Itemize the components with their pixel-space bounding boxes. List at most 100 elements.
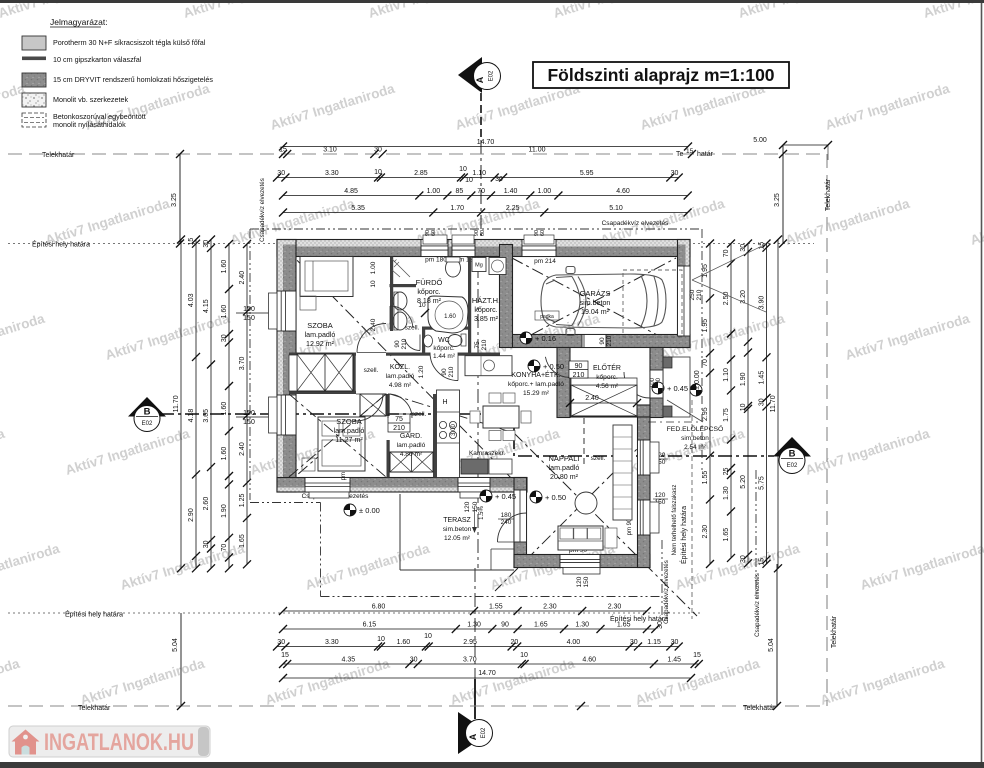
- svg-text:szell.: szell.: [591, 455, 606, 462]
- svg-text:240: 240: [501, 519, 512, 526]
- svg-text:ELŐTÉR: ELŐTÉR: [593, 363, 621, 372]
- svg-text:szell.: szell.: [412, 411, 427, 418]
- svg-text:1.30: 1.30: [467, 622, 481, 629]
- svg-text:pm 180: pm 180: [425, 257, 447, 264]
- svg-text:60: 60: [431, 230, 437, 236]
- svg-text:1.10: 1.10: [723, 368, 730, 382]
- svg-text:150: 150: [243, 419, 255, 426]
- svg-text:E02: E02: [481, 727, 487, 738]
- svg-text:210: 210: [573, 372, 585, 379]
- svg-text:Jelmagyarázat:: Jelmagyarázat:: [50, 17, 108, 27]
- svg-text:30: 30: [410, 657, 418, 664]
- svg-text:2.30: 2.30: [608, 604, 622, 611]
- svg-text:4.15: 4.15: [203, 299, 210, 313]
- svg-text:19.04 m²: 19.04 m²: [581, 308, 610, 316]
- svg-text:Mg: Mg: [475, 263, 483, 269]
- svg-text:Telekhatár: Telekhatár: [743, 705, 776, 712]
- svg-text:5.04: 5.04: [768, 638, 775, 652]
- svg-text:3.30: 3.30: [325, 639, 339, 646]
- svg-text:1.70: 1.70: [450, 205, 464, 212]
- svg-text:11.70: 11.70: [173, 395, 180, 412]
- svg-text:70: 70: [702, 359, 709, 367]
- svg-text:85: 85: [456, 188, 464, 195]
- svg-text:3.65: 3.65: [203, 409, 210, 423]
- svg-text:Monolit vb. szerkezetek: Monolit vb. szerkezetek: [53, 95, 129, 104]
- svg-text:30: 30: [495, 176, 503, 183]
- svg-text:15: 15: [693, 652, 701, 659]
- svg-text:A: A: [475, 76, 485, 83]
- svg-text:10: 10: [520, 652, 528, 659]
- svg-text:90: 90: [441, 368, 448, 376]
- svg-text:15 cm DRYVIT rendszerű homlokz: 15 cm DRYVIT rendszerű homlokzati hőszig…: [53, 75, 213, 84]
- svg-text:határ: határ: [697, 151, 714, 158]
- svg-text:TERASZ: TERASZ: [443, 517, 471, 524]
- svg-text:20: 20: [511, 639, 519, 646]
- svg-text:1.90: 1.90: [221, 504, 228, 518]
- svg-text:4.35: 4.35: [341, 657, 355, 664]
- svg-text:250: 250: [689, 289, 696, 300]
- svg-text:120: 120: [655, 492, 666, 499]
- svg-text:10: 10: [740, 403, 747, 411]
- svg-text:30: 30: [277, 639, 285, 646]
- svg-text:2.50: 2.50: [723, 291, 730, 305]
- svg-text:+ 0.45: + 0.45: [667, 384, 688, 393]
- svg-text:2.40: 2.40: [239, 271, 246, 285]
- svg-text:30: 30: [221, 334, 228, 342]
- svg-text:90: 90: [474, 230, 480, 236]
- svg-text:KONYHA+ÉTK.: KONYHA+ÉTK.: [511, 370, 560, 379]
- svg-text:90: 90: [425, 230, 431, 236]
- svg-text:1.30: 1.30: [575, 622, 589, 629]
- svg-text:90: 90: [394, 340, 401, 348]
- svg-text:+ 0.16: + 0.16: [535, 334, 556, 343]
- svg-text:SZOBA: SZOBA: [336, 417, 361, 426]
- svg-text:4.60: 4.60: [582, 657, 596, 664]
- svg-text:10: 10: [424, 633, 432, 640]
- svg-text:15.29 m²: 15.29 m²: [523, 390, 550, 397]
- svg-text:11.00: 11.00: [529, 147, 546, 154]
- svg-text:1.60: 1.60: [221, 447, 228, 461]
- svg-text:5.04: 5.04: [172, 638, 179, 652]
- svg-text:pm 214: pm 214: [534, 258, 556, 265]
- svg-text:4.18: 4.18: [188, 409, 195, 423]
- svg-text:pm 180: pm 180: [455, 257, 477, 264]
- svg-text:4.85: 4.85: [344, 188, 358, 195]
- svg-text:sim.beton: sim.beton: [580, 299, 611, 307]
- svg-text:3.85 m²: 3.85 m²: [474, 315, 499, 323]
- svg-text:3.25: 3.25: [171, 193, 178, 207]
- svg-text:B: B: [144, 407, 151, 418]
- svg-text:1.75: 1.75: [723, 408, 730, 422]
- svg-text:12.05 m²: 12.05 m²: [444, 535, 471, 542]
- svg-text:1.95: 1.95: [702, 319, 709, 333]
- svg-text:100: 100: [650, 377, 656, 388]
- svg-text:6.80: 6.80: [372, 604, 386, 611]
- svg-text:120: 120: [655, 452, 666, 459]
- svg-text:Földszinti alaprajz m=1:100: Földszinti alaprajz m=1:100: [547, 65, 774, 85]
- svg-text:kőporc.: kőporc.: [474, 306, 497, 314]
- svg-text:30: 30: [374, 147, 382, 154]
- svg-text:E02: E02: [142, 421, 153, 427]
- svg-text:4.60: 4.60: [616, 188, 630, 195]
- svg-text:2.40: 2.40: [585, 395, 599, 402]
- svg-text:2.85: 2.85: [414, 170, 428, 177]
- svg-text:1.90: 1.90: [740, 372, 747, 386]
- svg-text:Nem terhelhető falszakasz: Nem terhelhető falszakasz: [672, 485, 678, 556]
- svg-text:1.55: 1.55: [702, 471, 709, 485]
- svg-text:1.60: 1.60: [221, 402, 228, 416]
- svg-text:10 cm gipszkarton válaszfal: 10 cm gipszkarton válaszfal: [53, 55, 142, 64]
- svg-text:150: 150: [243, 306, 255, 313]
- svg-text:1.60: 1.60: [397, 639, 411, 646]
- svg-text:150: 150: [583, 576, 590, 587]
- svg-text:2.40: 2.40: [239, 442, 246, 456]
- svg-text:1.65: 1.65: [239, 534, 246, 548]
- svg-text:210: 210: [606, 335, 613, 346]
- svg-text:2.40: 2.40: [370, 318, 377, 331]
- svg-text:30: 30: [759, 398, 766, 406]
- svg-text:GARD.: GARD.: [400, 433, 422, 440]
- svg-text:30: 30: [630, 639, 638, 646]
- svg-text:70: 70: [477, 188, 485, 195]
- svg-text:75: 75: [474, 341, 481, 349]
- svg-text:1.65: 1.65: [534, 622, 548, 629]
- svg-text:3.70: 3.70: [239, 356, 246, 370]
- svg-text:2.90: 2.90: [188, 508, 195, 522]
- svg-text:150: 150: [472, 501, 479, 512]
